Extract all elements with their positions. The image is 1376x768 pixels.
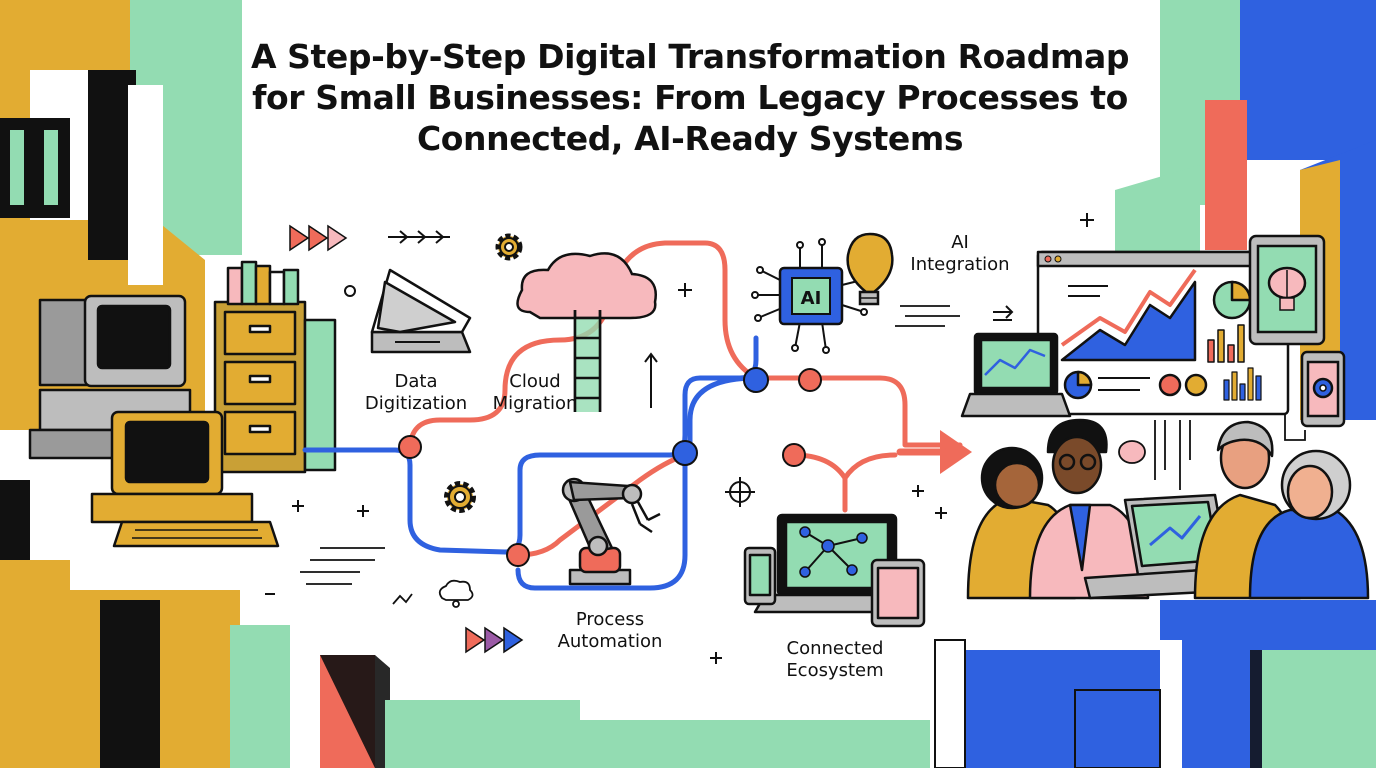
path-node [798, 368, 822, 392]
stage-label-line2: Integration [910, 254, 1010, 275]
blue-path [302, 335, 759, 555]
stage-label-cloud-migration: Cloud Migration [480, 371, 590, 415]
stage-label-ai-integration: AI Integration [898, 232, 1022, 276]
devices-network-icon [743, 513, 926, 628]
up-arrow-icon [644, 352, 658, 408]
speed-lines [300, 305, 960, 605]
ai-chip-label: AI [801, 288, 822, 309]
stage-label-line2: Migration [492, 393, 578, 414]
connector-lines [1154, 415, 1306, 490]
page-title: A Step-by-Step Digital Transformation Ro… [250, 37, 1130, 158]
path-node [672, 440, 698, 466]
stage-label-process-automation: Process Automation [540, 609, 680, 653]
stage-label-line1: AI [951, 232, 969, 253]
laptop-chart-illustration [960, 332, 1072, 418]
right-building-backdrop [934, 0, 1376, 768]
arrow-chevrons-icon [388, 230, 450, 244]
stage-label-data-digitization: Data Digitization [356, 371, 476, 415]
path-node [743, 367, 769, 393]
play-arrows-icon [465, 626, 524, 654]
team-people-illustration [966, 418, 1370, 600]
stage-label-line1: Connected [786, 638, 884, 659]
scanner-icon [370, 268, 472, 354]
path-node [782, 443, 806, 467]
stage-label-line1: Process [575, 609, 645, 630]
tablet-brain-illustration [1248, 234, 1326, 346]
play-arrows-icon [289, 224, 348, 252]
sync-arrows-icon [993, 305, 1014, 321]
lightbulb-icon [846, 232, 894, 306]
stage-label-line2: Digitization [364, 393, 468, 414]
sparkle-marks [265, 213, 1094, 664]
left-building-backdrop [0, 0, 930, 768]
stage-label-line2: Automation [557, 631, 663, 652]
cloud-ladder-icon [516, 252, 657, 412]
stage-label-line1: Data [394, 371, 438, 392]
path-node [398, 435, 422, 459]
path-node [506, 543, 530, 567]
ai-chip-icon: AI [751, 238, 868, 354]
arrow-head [940, 430, 972, 474]
robot-arm-icon [561, 477, 661, 586]
stage-label-connected-ecosystem: Connected Ecosystem [770, 638, 900, 682]
cloud-network-icon [438, 579, 474, 608]
gear-icon [495, 233, 523, 261]
gear-icon [444, 481, 476, 513]
stage-label-line1: Cloud [509, 371, 561, 392]
target-icon [725, 477, 755, 507]
legacy-computer-illustration [28, 260, 337, 548]
stage-label-line2: Ecosystem [786, 660, 884, 681]
phone-gear-illustration [1300, 350, 1346, 428]
